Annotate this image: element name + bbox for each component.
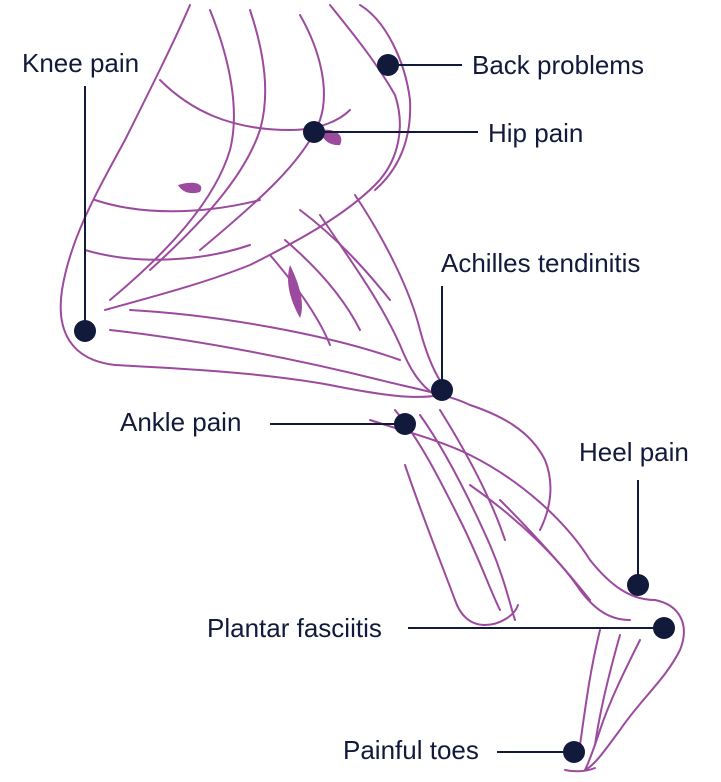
marker-dot-heel (627, 574, 649, 596)
marker-dot-back (377, 54, 399, 76)
callout-label-heel-pain: Heel pain (579, 437, 689, 467)
callout-label-achilles-tendinitis: Achilles tendinitis (441, 248, 641, 278)
callout-label-hip-pain: Hip pain (488, 118, 584, 148)
callout-label-knee-pain: Knee pain (22, 48, 140, 78)
callout-label-back-problems: Back problems (472, 50, 644, 80)
callout-label-painful-toes: Painful toes (343, 735, 479, 765)
callout-label-plantar-fasciitis: Plantar fasciitis (207, 613, 382, 643)
marker-dot-ankle (394, 413, 416, 435)
marker-dot-knee (74, 320, 96, 342)
marker-dot-plantar (653, 617, 675, 639)
marker-dot-achilles (431, 379, 453, 401)
callout-label-ankle-pain: Ankle pain (120, 407, 242, 437)
marker-dot-toes (563, 741, 585, 763)
marker-dot-hip (303, 121, 325, 143)
